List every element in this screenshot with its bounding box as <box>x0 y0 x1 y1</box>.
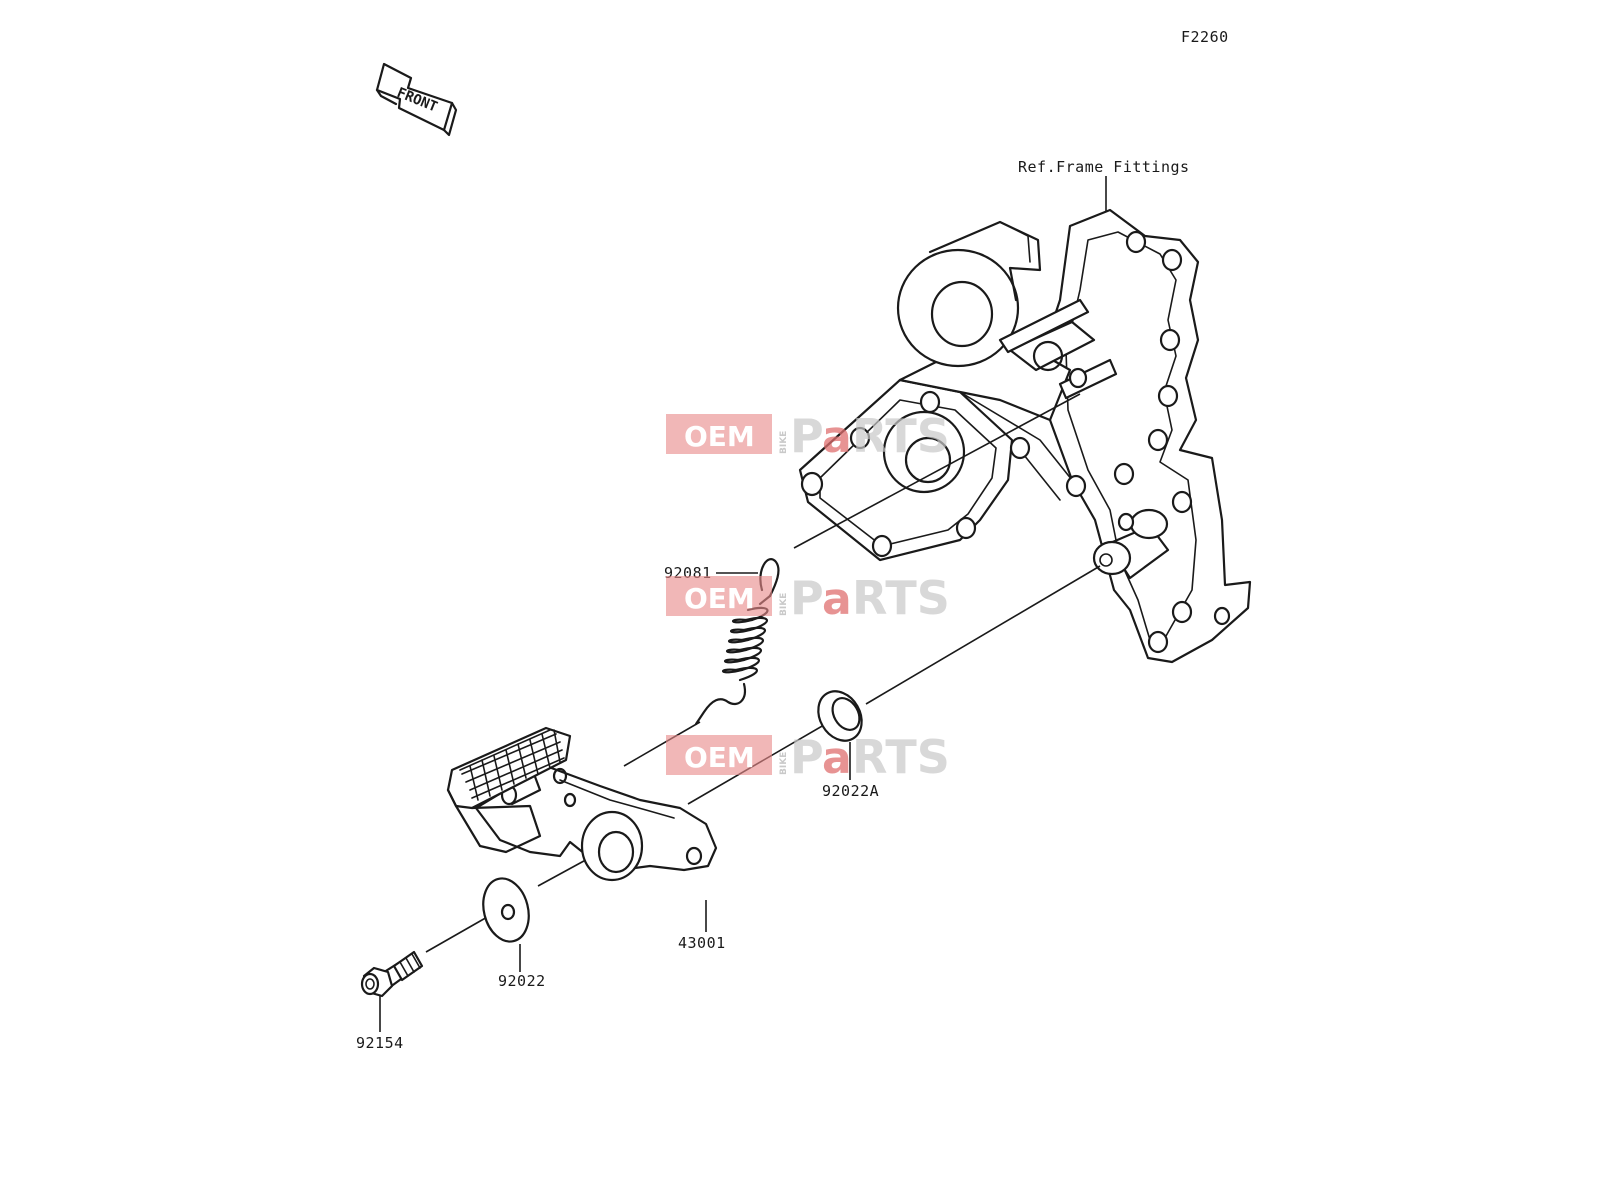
watermark-p-2: P <box>790 571 824 625</box>
watermark-3: OEM BIKE P a RTS <box>666 730 950 784</box>
watermark-2: OEM BIKE P a RTS <box>666 571 950 625</box>
watermark-rts-2: RTS <box>852 571 950 625</box>
watermark-oem-3: OEM <box>684 741 755 774</box>
watermark-p-1: P <box>790 409 824 463</box>
spring-to-frame-line <box>793 393 1081 549</box>
watermark-a-3: a <box>822 733 852 784</box>
frame-bolt-holes <box>800 230 1231 654</box>
bolt-92154 <box>360 950 424 998</box>
brake-pedal-43001 <box>446 726 718 882</box>
part-label-92154: 92154 <box>356 1034 404 1052</box>
watermark-oem-2: OEM <box>684 582 755 615</box>
pedal-grip-grid <box>461 729 565 801</box>
spring-to-pedal-line <box>623 721 701 767</box>
ref-frame-fittings-label: Ref.Frame Fittings <box>1018 158 1190 176</box>
washer-92022a <box>817 690 863 742</box>
bolt-to-washer-line <box>425 911 497 953</box>
washer-92022 <box>482 877 530 943</box>
watermark-a-2: a <box>822 574 852 625</box>
watermark-bike-2: BIKE <box>779 593 789 616</box>
part-label-92022a: 92022A <box>822 782 879 800</box>
part-label-92022: 92022 <box>498 972 546 990</box>
watermark-a-1: a <box>822 412 852 463</box>
watermark-oem-1: OEM <box>684 420 755 453</box>
watermark-bike-1: BIKE <box>779 431 789 454</box>
watermark-rts-3: RTS <box>852 730 950 784</box>
washer-a-to-shaft-line <box>865 565 1101 705</box>
watermark-1: OEM BIKE P a RTS <box>666 409 950 463</box>
part-label-43001: 43001 <box>678 934 726 952</box>
watermark-bike-3: BIKE <box>779 752 789 775</box>
watermark-rts-1: RTS <box>852 409 950 463</box>
front-arrow-icon: FRONT <box>375 62 458 137</box>
watermark-p-3: P <box>790 730 824 784</box>
diagram-code: F2260 <box>1181 28 1229 46</box>
frame-fitting-bracket <box>798 208 1252 664</box>
